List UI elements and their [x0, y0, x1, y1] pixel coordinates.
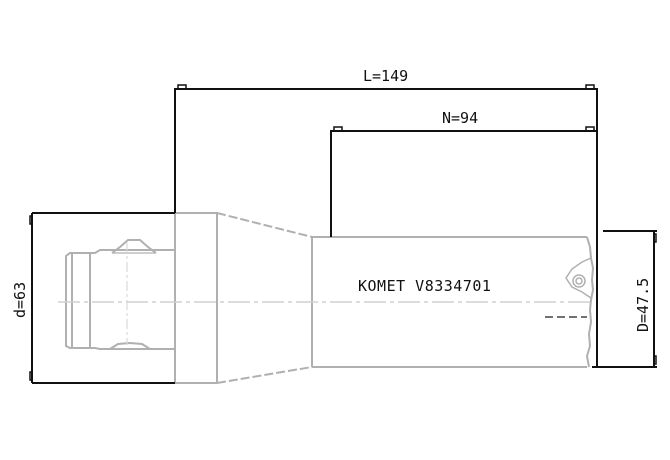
flange [174, 212, 218, 384]
dimension-lines [29, 84, 657, 384]
dim-d [29, 212, 175, 384]
dim-d-label: d=63 [11, 282, 29, 318]
insert [565, 257, 592, 299]
taper [216, 212, 313, 384]
tool-body [65, 212, 595, 384]
dim-L-label: L=149 [363, 67, 408, 85]
coupling-shank [65, 239, 175, 350]
dim-L [174, 84, 598, 367]
part-marking: KOMET V8334701 [358, 277, 491, 295]
dim-D [592, 230, 657, 368]
dim-D-label: D=47.5 [634, 278, 652, 332]
dim-N [330, 126, 597, 237]
dim-N-label: N=94 [442, 109, 478, 127]
